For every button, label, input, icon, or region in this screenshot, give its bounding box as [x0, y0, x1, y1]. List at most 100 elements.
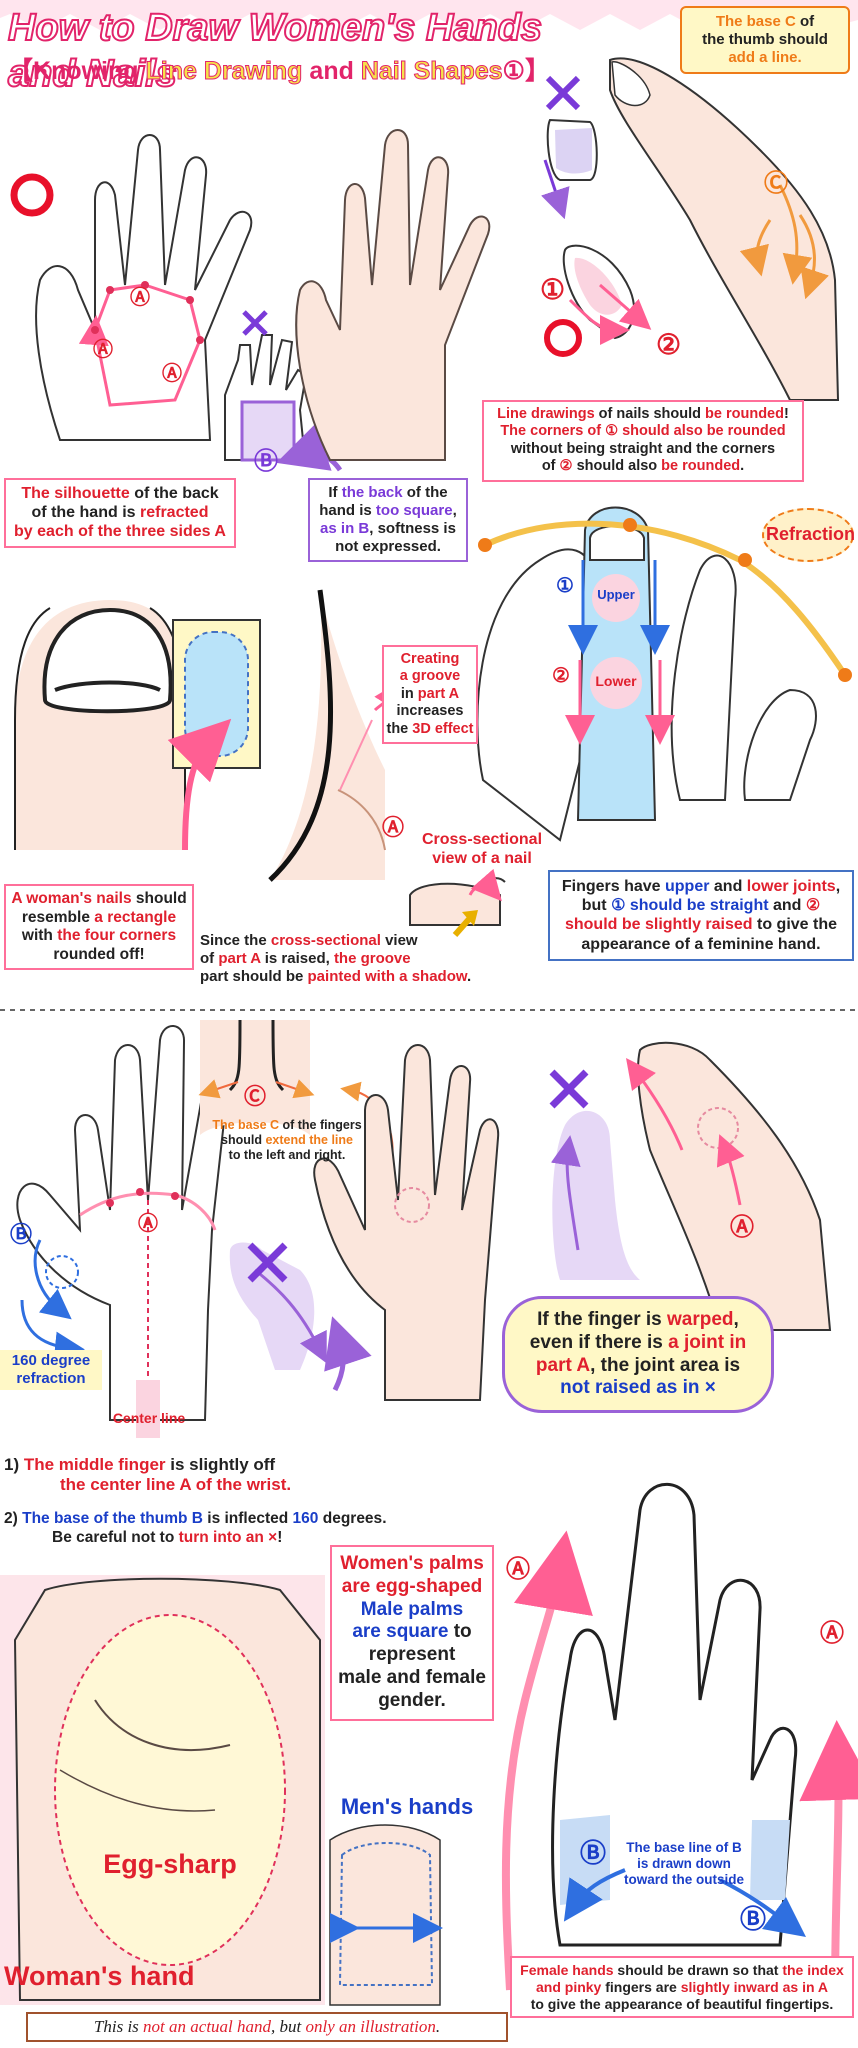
rectangle-a: A woman's nails: [11, 890, 132, 907]
woman-palm-illustration: [0, 1575, 325, 2005]
mark-two-joint: ②: [552, 665, 570, 687]
female-hands-c: the index: [782, 1962, 844, 1978]
groove-g: 3D effect: [412, 720, 474, 737]
fingers-base-e: to the left and right.: [228, 1148, 346, 1162]
groove-a: Creating: [400, 651, 460, 667]
cross-section-label: Cross-sectional view of a nail: [407, 830, 557, 868]
joints-g: ①: [611, 897, 626, 915]
wrong-x-mark: [242, 310, 268, 336]
warped-finger-illustration: [229, 1242, 372, 1392]
fingers-base-b: of the fingers: [279, 1118, 362, 1132]
mark-a-warp: Ⓐ: [730, 1214, 754, 1241]
palm-outline-illustration: [16, 1025, 230, 1438]
rectangle-b: should: [131, 890, 187, 907]
palm-colored-illustration: [313, 1044, 500, 1401]
shadow-h: part should be: [200, 968, 308, 985]
mens-palm-illustration: [329, 1824, 443, 2006]
mark-a-1: Ⓐ: [130, 287, 150, 309]
palms-f: represent: [368, 1644, 456, 1666]
shadow-e: part A: [218, 950, 261, 967]
thumb-b-f: Be careful not to: [52, 1528, 179, 1546]
page-title: How to Draw Women's Hands and Nails: [7, 6, 543, 96]
nails-rounded-n: .: [740, 458, 745, 475]
correct-mark-circle: [10, 173, 54, 217]
mark-b-square: Ⓑ: [254, 448, 278, 475]
warped-g: , the joint area is: [590, 1354, 741, 1376]
thumb-b-c: 160: [292, 1510, 319, 1527]
subtitle-and: and: [302, 57, 361, 85]
big-thumb-illustration: [609, 57, 840, 401]
nails-rounded-f: ①: [605, 423, 619, 440]
thumb-b-b: is inflected: [202, 1510, 293, 1527]
warped-b: warped: [667, 1309, 734, 1330]
base-line-b-l3: toward the outside: [623, 1872, 744, 1888]
nails-rounded-a: Line drawings: [497, 406, 595, 422]
mark-a-left-finger: Ⓐ: [506, 1556, 530, 1583]
palms-c: Male palms: [360, 1598, 464, 1620]
joints-note: Fingers have upper and lower joints, but…: [548, 870, 854, 961]
page-subtitle: 【Knowing Line Drawing and Nail Shapes①】: [8, 56, 608, 86]
warped-e: a joint in: [668, 1331, 747, 1353]
degree-l2: refraction: [16, 1370, 86, 1387]
female-hands-e: fingers are: [601, 1978, 681, 1995]
back-square-i: not expressed.: [335, 538, 441, 555]
shadow-f: is raised,: [260, 950, 334, 967]
wrong-x-mark-2: [545, 75, 581, 111]
female-hands-a: Female hands: [520, 1962, 614, 1978]
fingers-base-d: extend the line: [265, 1133, 353, 1147]
subtitle-bracket-open: 【: [8, 57, 34, 85]
groove-c: in: [400, 685, 418, 702]
female-hands-f: slightly inward as in A: [680, 1978, 829, 1995]
mark-c-fingers: Ⓒ: [244, 1084, 267, 1109]
thumb-base-note-c: The base C: [715, 13, 796, 30]
thumb-b-g: turn into an ×: [178, 1528, 278, 1546]
nails-rounded-m: be rounded: [661, 458, 741, 475]
finger-warp-right-illustration: [550, 1041, 832, 1331]
middle-finger-a: The middle finger: [19, 1455, 166, 1474]
warped-f: part A: [535, 1354, 591, 1376]
rectangle-e: with: [21, 927, 58, 945]
rectangle-d: a rectangle: [94, 908, 177, 926]
palms-g: male and female: [338, 1666, 486, 1688]
back-square-c: of the: [402, 484, 448, 501]
back-square-g: as in B: [320, 520, 370, 537]
degree-l1: 160 degree: [11, 1352, 91, 1369]
middle-finger-n: 1): [4, 1455, 20, 1474]
groove-note: Creating a groove in part A increases th…: [382, 645, 478, 744]
thumb-b-h: !: [277, 1528, 283, 1546]
base-line-b-l1: The base line of B: [626, 1840, 742, 1855]
rectangle-g: rounded off!: [53, 945, 145, 963]
palms-h: gender.: [378, 1689, 446, 1711]
nail-cross-section-illustration: [409, 868, 506, 937]
thumb-b-e: .: [382, 1510, 387, 1527]
joints-i: and: [768, 897, 806, 915]
shadow-j: .: [466, 968, 472, 985]
disclaimer-d: only an illustration: [305, 2017, 436, 2036]
mark-c-thumb: Ⓒ: [764, 170, 788, 197]
cross-section-l2: view of a nail: [432, 850, 532, 868]
thumb-base-note-line3: add a line.: [728, 49, 802, 66]
thumb-b-d: degrees: [318, 1510, 383, 1527]
nails-rounded-l: should also: [572, 458, 662, 475]
egg-sharp-label: Egg-sharp: [103, 1849, 237, 1879]
nail-groove-illustration: [268, 589, 403, 882]
groove-f: the: [386, 720, 413, 737]
subtitle-bracket-close: 】: [524, 57, 550, 85]
mark-a-2: Ⓐ: [93, 339, 113, 361]
finger-base-closeup-illustration: [198, 1019, 394, 1173]
wrong-x-mark-4: [549, 1069, 589, 1109]
womans-hand-label: Woman's hand: [4, 1961, 195, 1991]
back-of-hand-illustration: [35, 134, 253, 441]
joints-h: should be straight: [625, 897, 769, 915]
silhouette-note-c: of the hand is: [31, 504, 140, 522]
joints-c: and: [709, 878, 747, 895]
warped-h: not raised as in ×: [560, 1377, 716, 1399]
rectangle-c: resemble: [21, 908, 95, 926]
nail-closeup-illustration: [14, 600, 261, 851]
joints-b: upper: [665, 878, 710, 895]
warped-d: even if there is: [529, 1331, 669, 1353]
groove-e: increases: [396, 703, 464, 720]
disclaimer-c: , but: [271, 2017, 306, 2036]
back-square-b: the back: [341, 484, 403, 501]
